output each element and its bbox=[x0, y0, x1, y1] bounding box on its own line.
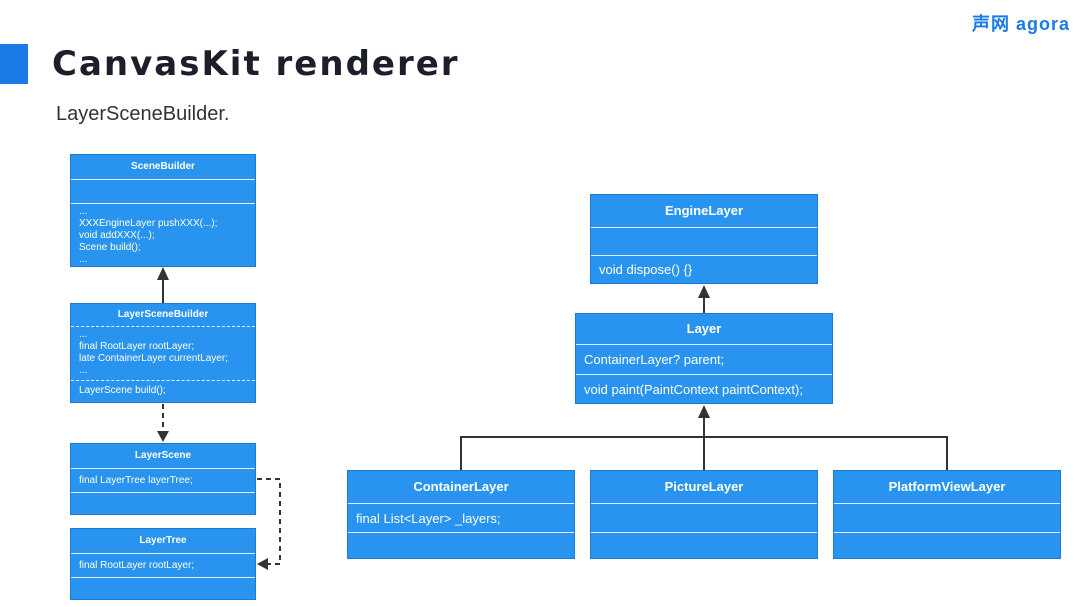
class-box-platform-view-layer: PlatformViewLayer bbox=[833, 470, 1061, 559]
class-name: ContainerLayer bbox=[413, 479, 509, 494]
methods-section bbox=[591, 532, 817, 558]
arrowhead bbox=[157, 431, 169, 442]
arrowhead bbox=[157, 267, 169, 280]
slide-title: CanvasKit renderer bbox=[52, 44, 460, 84]
field-line: late ContainerLayer currentLayer; bbox=[79, 353, 228, 364]
field-line: final RootLayer rootLayer; bbox=[79, 341, 195, 352]
class-box-picture-layer: PictureLayer bbox=[590, 470, 818, 559]
arrowhead bbox=[698, 285, 710, 298]
class-box-layer-scene-builder: LayerSceneBuilder ... final RootLayer ro… bbox=[70, 303, 256, 403]
methods-section bbox=[71, 577, 255, 599]
method-line: ... bbox=[79, 206, 88, 217]
field-line: ... bbox=[79, 329, 88, 340]
method-line: LayerScene build(); bbox=[79, 385, 166, 396]
method-line: void dispose() {} bbox=[599, 262, 693, 277]
class-name: Layer bbox=[686, 321, 722, 336]
dependency-arrow-layer-tree bbox=[257, 478, 281, 565]
field-line: final LayerTree layerTree; bbox=[79, 475, 193, 486]
class-name: EngineLayer bbox=[664, 203, 744, 218]
class-box-engine-layer: EngineLayer void dispose() {} bbox=[590, 194, 818, 284]
slide-subtitle: LayerSceneBuilder. bbox=[56, 103, 230, 125]
method-line: void addXXX(...); bbox=[79, 230, 155, 241]
fields-section bbox=[591, 227, 817, 255]
method-line: void paint(PaintContext paintContext); bbox=[584, 382, 803, 397]
methods-section bbox=[71, 492, 255, 514]
class-name: LayerSceneBuilder bbox=[117, 309, 209, 320]
methods-section bbox=[834, 532, 1060, 558]
fields-section: final List<Layer> _layers; bbox=[348, 503, 574, 532]
brand-logo: 声网 agora bbox=[971, 14, 1070, 34]
field-line: ContainerLayer? parent; bbox=[584, 352, 725, 367]
fields-section bbox=[834, 503, 1060, 532]
method-line: Scene build(); bbox=[79, 242, 141, 253]
arrowhead bbox=[257, 558, 268, 570]
methods-section: ... XXXEngineLayer pushXXX(...); void ad… bbox=[71, 203, 255, 266]
class-name: SceneBuilder bbox=[131, 161, 195, 172]
class-name: PictureLayer bbox=[664, 479, 744, 494]
class-box-layer: Layer ContainerLayer? parent; void paint… bbox=[575, 313, 833, 404]
arrowhead bbox=[698, 405, 710, 418]
fields-section: ... final RootLayer rootLayer; late Cont… bbox=[71, 326, 255, 380]
field-line: ... bbox=[79, 365, 88, 376]
class-box-layer-scene: LayerScene final LayerTree layerTree; bbox=[70, 443, 256, 515]
accent-bar bbox=[0, 44, 28, 84]
method-line: ... bbox=[79, 254, 88, 265]
class-box-container-layer: ContainerLayer final List<Layer> _layers… bbox=[347, 470, 575, 559]
methods-section: LayerScene build(); bbox=[71, 380, 255, 402]
methods-section: void paint(PaintContext paintContext); bbox=[576, 374, 832, 403]
inheritance-branch bbox=[460, 436, 948, 470]
methods-section bbox=[348, 532, 574, 558]
fields-section bbox=[71, 179, 255, 203]
class-box-scene-builder: SceneBuilder ... XXXEngineLayer pushXXX(… bbox=[70, 154, 256, 267]
fields-section: final RootLayer rootLayer; bbox=[71, 553, 255, 577]
class-name: LayerTree bbox=[139, 535, 187, 546]
class-name: PlatformViewLayer bbox=[888, 479, 1006, 494]
fields-section: final LayerTree layerTree; bbox=[71, 468, 255, 492]
field-line: final List<Layer> _layers; bbox=[356, 511, 501, 526]
field-line: final RootLayer rootLayer; bbox=[79, 560, 195, 571]
class-box-layer-tree: LayerTree final RootLayer rootLayer; bbox=[70, 528, 256, 600]
method-line: XXXEngineLayer pushXXX(...); bbox=[79, 218, 218, 229]
fields-section: ContainerLayer? parent; bbox=[576, 344, 832, 374]
fields-section bbox=[591, 503, 817, 532]
class-name: LayerScene bbox=[134, 450, 192, 461]
methods-section: void dispose() {} bbox=[591, 255, 817, 283]
